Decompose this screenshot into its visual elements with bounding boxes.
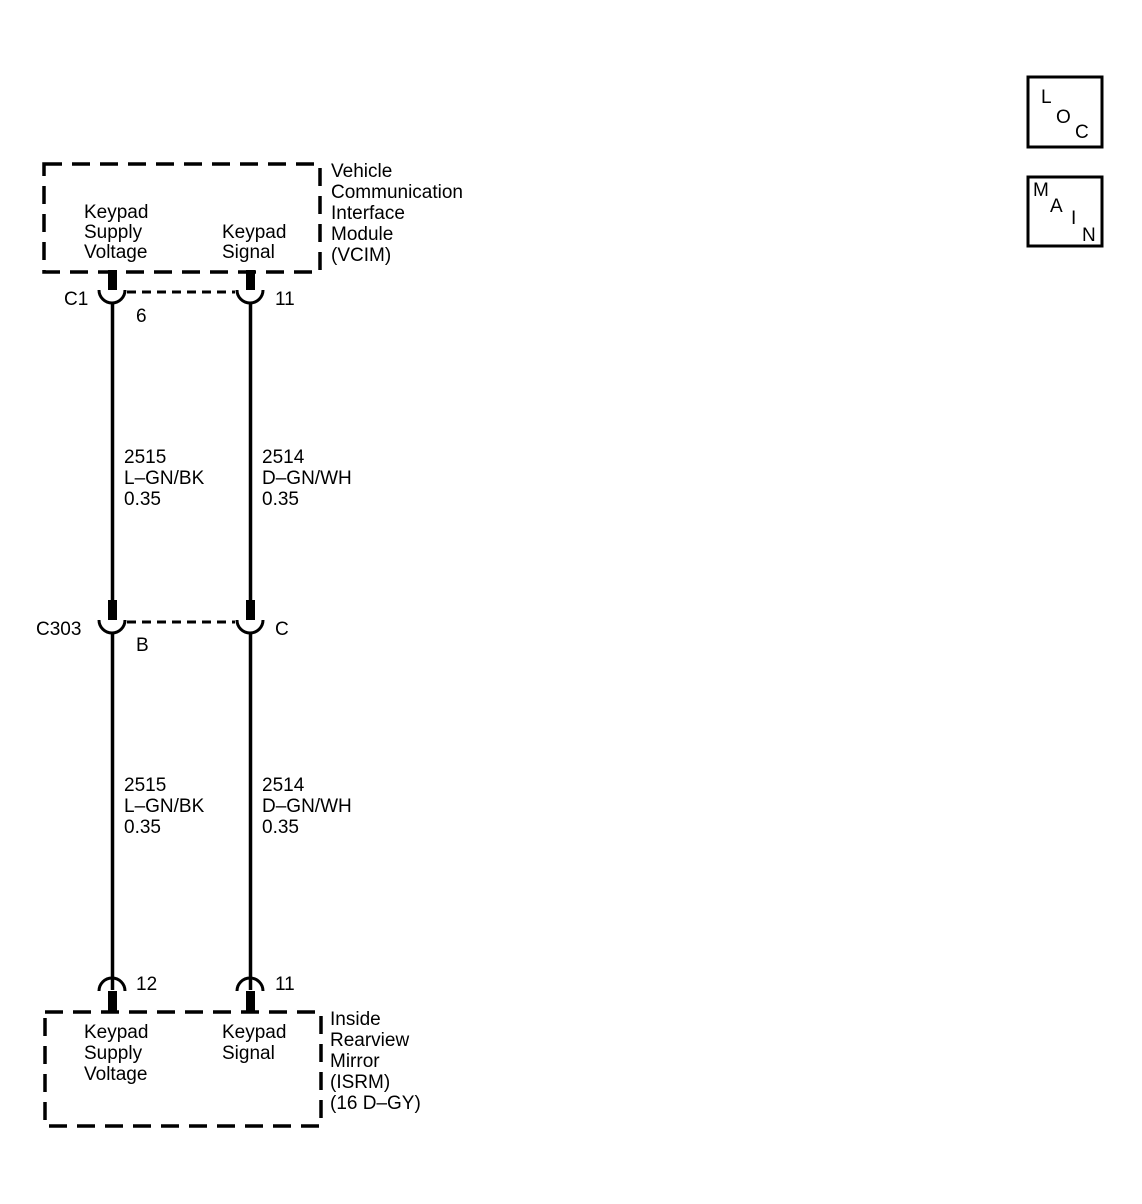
svg-text:Keypad: Keypad xyxy=(84,202,148,223)
cavity-isrm-11 xyxy=(235,976,265,992)
svg-text:Supply: Supply xyxy=(84,222,143,243)
svg-text:Voltage: Voltage xyxy=(84,242,147,263)
connector-isrm: 12 11 xyxy=(97,974,295,1011)
wire-2515-upper-label: 2515 L–GN/BK 0.35 xyxy=(124,447,205,510)
svg-text:2514: 2514 xyxy=(262,447,305,468)
svg-text:I: I xyxy=(1071,208,1076,229)
svg-text:0.35: 0.35 xyxy=(262,489,299,510)
vcim-pin-label-signal: Keypad Signal xyxy=(222,222,286,263)
svg-text:2515: 2515 xyxy=(124,775,166,796)
wire-2514-lower-label: 2514 D–GN/WH 0.35 xyxy=(262,775,352,838)
svg-text:(VCIM): (VCIM) xyxy=(331,245,391,266)
svg-text:Signal: Signal xyxy=(222,242,275,263)
svg-text:L: L xyxy=(1041,87,1052,108)
svg-text:Supply: Supply xyxy=(84,1043,143,1064)
svg-text:L–GN/BK: L–GN/BK xyxy=(124,468,205,489)
svg-text:Inside: Inside xyxy=(330,1009,381,1030)
svg-text:2515: 2515 xyxy=(124,447,166,468)
svg-text:Voltage: Voltage xyxy=(84,1064,147,1085)
svg-text:L–GN/BK: L–GN/BK xyxy=(124,796,205,817)
svg-text:M: M xyxy=(1033,180,1049,201)
svg-text:C: C xyxy=(1075,122,1089,143)
wire-2514-upper-label: 2514 D–GN/WH 0.35 xyxy=(262,447,352,510)
svg-text:(16 D–GY): (16 D–GY) xyxy=(330,1093,421,1114)
cavity-isrm-12 xyxy=(97,976,127,992)
svg-text:O: O xyxy=(1056,107,1071,128)
svg-text:Keypad: Keypad xyxy=(84,1022,148,1043)
svg-text:2514: 2514 xyxy=(262,775,305,796)
svg-text:Signal: Signal xyxy=(222,1043,275,1064)
svg-text:Module: Module xyxy=(331,224,393,245)
vcim-module: Vehicle Communication Interface Module (… xyxy=(42,161,463,274)
terminal-isrm-12 xyxy=(108,991,117,1011)
pin-c1-6: 6 xyxy=(136,306,147,327)
vcim-module-outline xyxy=(42,162,322,274)
isrm-module-name: Inside Rearview Mirror (ISRM) (16 D–GY) xyxy=(330,1009,421,1114)
cavity-c1-6 xyxy=(97,289,127,305)
isrm-module: Inside Rearview Mirror (ISRM) (16 D–GY) … xyxy=(43,1009,421,1128)
svg-text:0.35: 0.35 xyxy=(262,817,299,838)
terminal-isrm-11 xyxy=(246,991,255,1011)
loc-button[interactable]: L O C xyxy=(1026,75,1104,149)
svg-text:Mirror: Mirror xyxy=(330,1051,380,1072)
svg-text:Vehicle: Vehicle xyxy=(331,161,392,182)
pin-c303-c: C xyxy=(275,619,289,640)
terminal-c303-b xyxy=(108,600,117,620)
cavity-c303-c xyxy=(235,619,265,635)
connector-c1-label: C1 xyxy=(64,289,88,310)
terminal-c303-c xyxy=(246,600,255,620)
svg-text:0.35: 0.35 xyxy=(124,489,161,510)
terminal-c1-6 xyxy=(108,270,117,290)
svg-text:Interface: Interface xyxy=(331,203,405,224)
vcim-pin-label-supply-voltage: Keypad Supply Voltage xyxy=(84,202,148,263)
vcim-module-name: Vehicle Communication Interface Module (… xyxy=(331,161,463,266)
cavity-c303-b xyxy=(97,619,127,635)
pin-c303-b: B xyxy=(136,635,149,656)
svg-text:Keypad: Keypad xyxy=(222,1022,286,1043)
svg-text:Rearview: Rearview xyxy=(330,1030,409,1051)
wire-2515-lower-label: 2515 L–GN/BK 0.35 xyxy=(124,775,205,838)
terminal-c1-11 xyxy=(246,270,255,290)
isrm-pin-label-supply-voltage: Keypad Supply Voltage xyxy=(84,1022,148,1085)
svg-text:Keypad: Keypad xyxy=(222,222,286,243)
connector-c1: C1 6 11 xyxy=(64,270,295,327)
connector-c303-label: C303 xyxy=(36,619,81,640)
svg-text:(ISRM): (ISRM) xyxy=(330,1072,390,1093)
svg-text:N: N xyxy=(1082,225,1096,246)
svg-text:0.35: 0.35 xyxy=(124,817,161,838)
pin-c1-11: 11 xyxy=(275,289,295,310)
pin-isrm-11: 11 xyxy=(275,974,295,995)
svg-text:A: A xyxy=(1050,196,1063,217)
cavity-c1-11 xyxy=(235,289,265,305)
svg-text:Communication: Communication xyxy=(331,182,463,203)
isrm-pin-label-signal: Keypad Signal xyxy=(222,1022,286,1064)
pin-isrm-12: 12 xyxy=(136,974,157,995)
main-button[interactable]: M A I N xyxy=(1026,175,1104,248)
svg-text:D–GN/WH: D–GN/WH xyxy=(262,468,352,489)
svg-text:D–GN/WH: D–GN/WH xyxy=(262,796,352,817)
